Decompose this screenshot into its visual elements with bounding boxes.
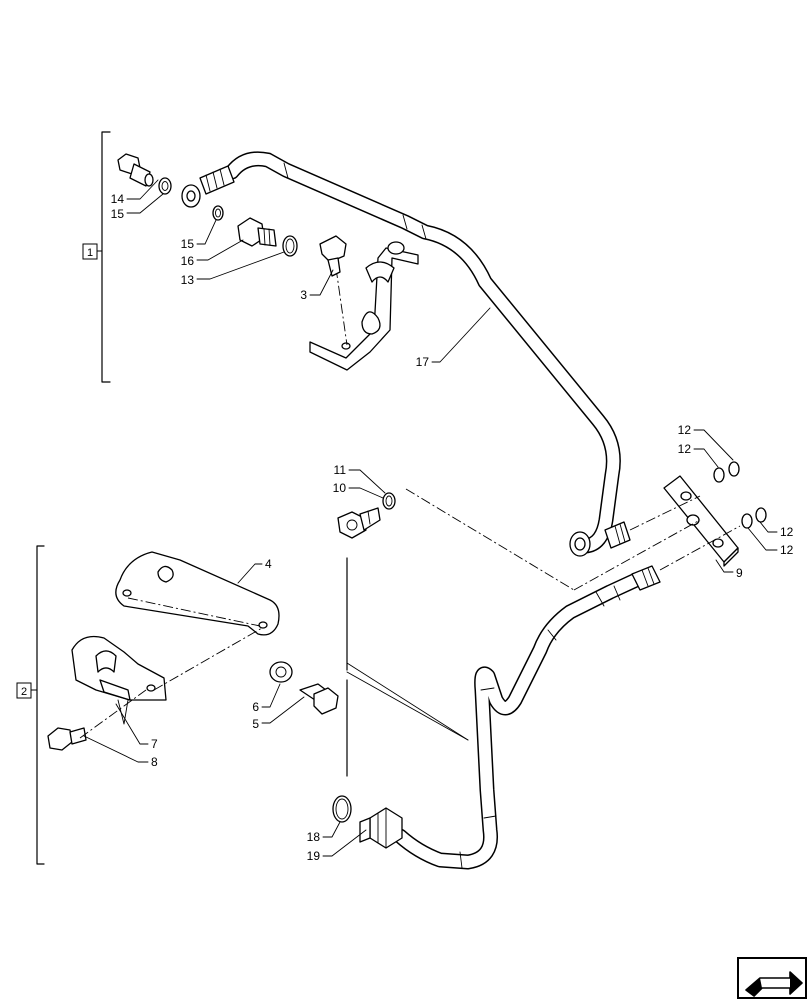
callout-6: 6 [252, 700, 259, 714]
callout-5: 5 [252, 717, 259, 731]
callout-17: 17 [416, 355, 430, 369]
sealing-washer-15a [158, 177, 172, 195]
callout-3: 3 [300, 288, 307, 302]
reference-pointer [346, 557, 469, 777]
bolt-5 [299, 683, 339, 715]
next-page-arrow-icon[interactable] [737, 957, 807, 999]
group-1-bracket: 1 [82, 131, 111, 383]
o-ring-12c [741, 513, 753, 529]
callout-12a: 12 [678, 423, 692, 437]
group-1-label: 1 [87, 247, 93, 259]
adapter-fitting-16 [237, 217, 277, 247]
upper-pipe [181, 151, 631, 557]
callout-7: 7 [151, 737, 158, 751]
callout-4: 4 [265, 557, 272, 571]
mounting-plate-4 [115, 551, 280, 636]
callout-14: 14 [111, 192, 125, 206]
callout-11: 11 [334, 463, 347, 477]
callout-18: 18 [307, 830, 321, 844]
group-2-bracket: 2 [16, 545, 45, 865]
o-ring-12b [728, 461, 740, 477]
callout-labels: 14 15 15 16 13 3 17 11 10 12 12 12 12 9 … [111, 192, 794, 863]
bolt-8 [47, 727, 87, 751]
callout-12c: 12 [780, 525, 794, 539]
banjo-bolt-14 [117, 153, 154, 187]
bolt-3 [319, 235, 347, 277]
o-ring-13 [282, 235, 298, 257]
callout-19: 19 [307, 849, 321, 863]
callout-15b: 15 [181, 237, 195, 251]
callout-12d: 12 [780, 543, 794, 557]
spacer-6 [269, 661, 293, 683]
callout-13: 13 [181, 273, 195, 287]
lower-pipe [359, 565, 661, 870]
o-ring-11 [382, 492, 396, 510]
banjo-bolt-10 [337, 507, 381, 539]
pipe-support-bracket [309, 241, 419, 371]
assembly-centerlines [79, 488, 741, 739]
flange-plate-9 [663, 475, 739, 567]
o-ring-12a [713, 467, 725, 483]
callout-15a: 15 [111, 207, 125, 221]
callout-9: 9 [736, 566, 743, 580]
callout-10: 10 [333, 481, 347, 495]
callout-12b: 12 [678, 442, 692, 456]
callout-8: 8 [151, 755, 158, 769]
callout-16: 16 [181, 254, 195, 268]
o-ring-12d [755, 507, 767, 523]
group-2-label: 2 [21, 686, 27, 698]
pipe-clamp-7 [71, 635, 167, 725]
sealing-washer-15b [212, 205, 224, 221]
leader-lines [83, 179, 778, 857]
